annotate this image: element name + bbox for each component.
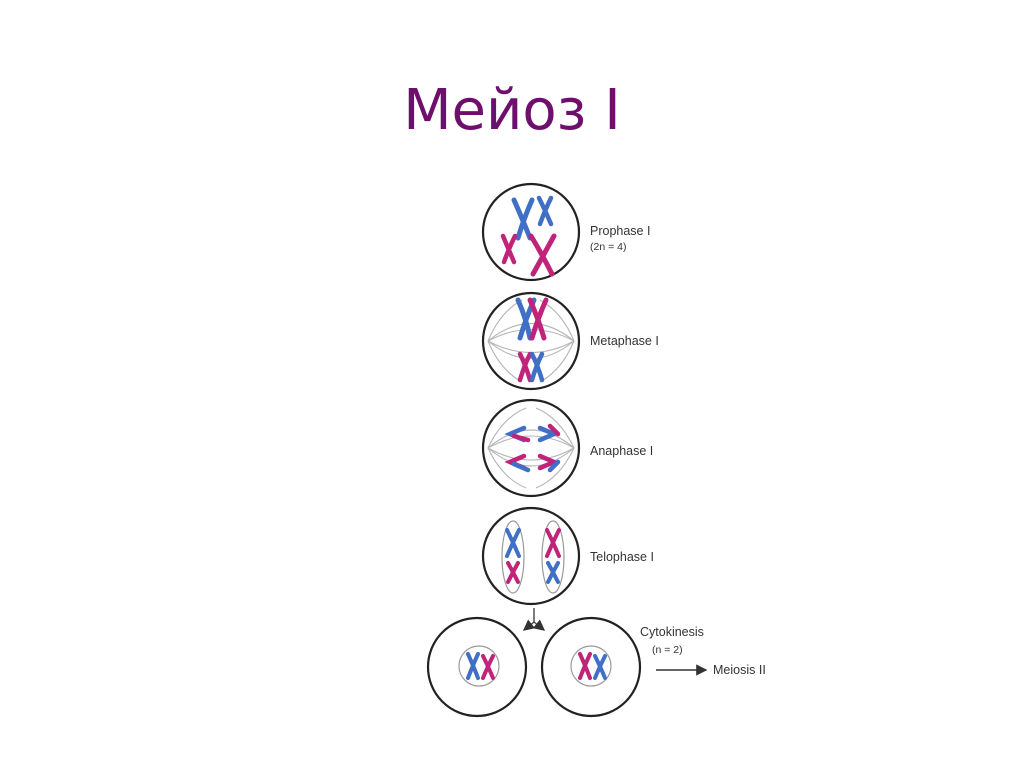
chromosome-blue [536,195,554,227]
chromosomes-left [505,528,521,584]
anaphase-cell [481,398,581,498]
stage-label-metaphase: Metaphase I [590,334,659,348]
split-arrow [522,608,546,631]
stage-label-telophase: Telophase I [590,550,654,564]
next-stage-label: Meiosis II [713,663,766,677]
stage-label-cytokinesis: Cytokinesis [640,625,704,639]
separating-chromosomes [504,423,561,473]
slide-title: Мейоз I [403,78,621,143]
stage-label-prophase: Prophase I [590,224,650,238]
nucleus-right [541,520,565,594]
chromosome-magenta [528,233,557,277]
spindle-fibers [487,407,575,489]
daughter-cell-left [426,616,528,718]
metaphase-cell [481,291,581,391]
nucleus-left [501,520,525,594]
prophase-cell [481,182,581,282]
telophase-cell [481,506,581,606]
stage-sublabel-prophase: (2n = 4) [590,241,626,253]
chromosome-magenta [500,233,518,265]
stage-sublabel-cytokinesis: (n = 2) [652,644,683,656]
chromosome-pair-top [515,297,549,341]
daughter-cell-right [540,616,642,718]
chromosome-pair-bottom [517,351,545,383]
chromosome-blue [511,197,535,241]
stage-label-anaphase: Anaphase I [590,444,653,458]
chromosomes-right [545,528,561,584]
